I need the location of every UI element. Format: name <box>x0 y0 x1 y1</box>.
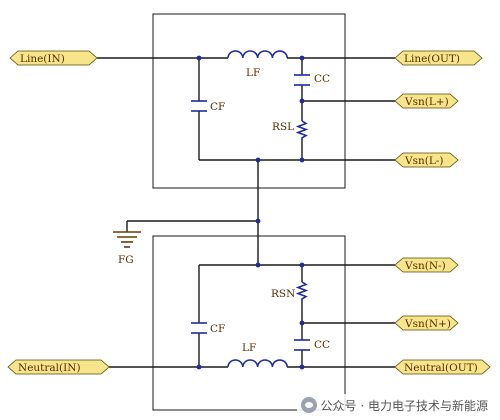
svg-text:Vsn(N+): Vsn(N+) <box>404 318 451 330</box>
port-line-in[interactable]: Line(IN) <box>9 50 98 66</box>
junction-dots <box>196 55 305 370</box>
ground-icon <box>113 231 141 248</box>
svg-text:Line(OUT): Line(OUT) <box>404 53 460 65</box>
top-resistor-label: RSL <box>272 121 294 133</box>
port-neutral-out[interactable]: Neutral(OUT) <box>394 359 491 375</box>
bottom-cf-label: CF <box>210 323 225 335</box>
watermark-text: 公众号 · 电力电子技术与新能源 <box>320 398 488 413</box>
bottom-inductor-symbol <box>227 359 288 368</box>
svg-text:Vsn(L-): Vsn(L-) <box>404 155 443 167</box>
bottom-wiring <box>109 264 395 368</box>
top-resistor-symbol <box>295 120 309 140</box>
bottom-resistor-symbol <box>295 281 309 302</box>
port-vsn-n-minus[interactable]: Vsn(N-) <box>394 257 459 273</box>
top-cf-label: CF <box>210 101 225 113</box>
top-inductor-symbol <box>227 50 288 59</box>
top-cc-capacitor-symbol <box>294 74 310 86</box>
top-cf-capacitor-symbol <box>191 100 207 112</box>
svg-text:Neutral(IN): Neutral(IN) <box>18 362 81 374</box>
top-wiring <box>97 57 395 265</box>
port-vsn-n-plus[interactable]: Vsn(N+) <box>394 315 459 331</box>
svg-text:Line(IN): Line(IN) <box>20 53 65 65</box>
port-line-out[interactable]: Line(OUT) <box>394 50 483 66</box>
top-inductor-label: LF <box>246 67 260 79</box>
bottom-cf-capacitor-symbol <box>191 322 207 334</box>
port-vsn-l-plus[interactable]: Vsn(L+) <box>394 93 459 109</box>
svg-text:Vsn(L+): Vsn(L+) <box>404 96 449 108</box>
bottom-cc-label: CC <box>314 339 330 351</box>
port-neutral-in[interactable]: Neutral(IN) <box>7 359 110 375</box>
port-vsn-l-minus[interactable]: Vsn(L-) <box>394 152 459 168</box>
wechat-icon <box>300 397 317 413</box>
top-cc-label: CC <box>314 73 330 85</box>
watermark: 公众号 · 电力电子技术与新能源 <box>296 394 492 416</box>
bottom-resistor-label: RSN <box>271 288 295 300</box>
bottom-inductor-label: LF <box>242 342 256 354</box>
svg-text:Neutral(OUT): Neutral(OUT) <box>404 362 478 374</box>
svg-text:Vsn(N-): Vsn(N-) <box>404 260 446 272</box>
ground-label: FG <box>118 254 134 266</box>
bottom-cc-capacitor-symbol <box>294 339 310 351</box>
